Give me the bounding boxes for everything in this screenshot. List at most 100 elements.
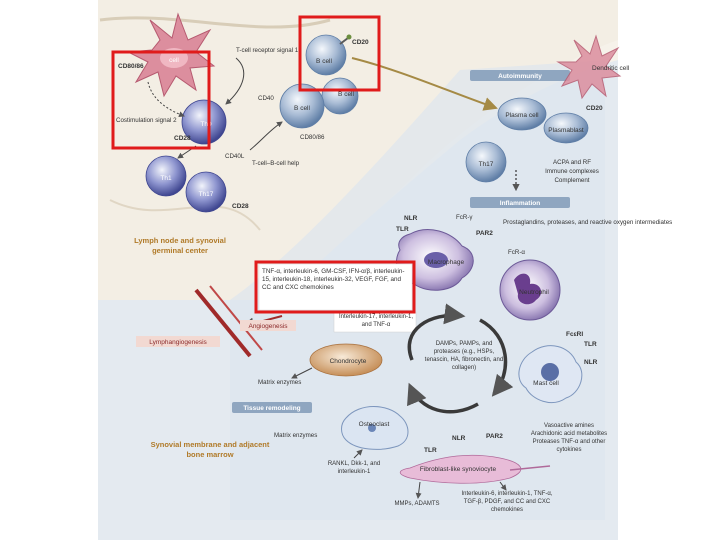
cd20-top-label: CD20	[352, 39, 369, 46]
chondrocyte-label: Chondrocyte	[330, 358, 367, 365]
macrophage: Macrophage	[396, 229, 474, 291]
autoimmunity-banner: Autoimmunity	[470, 70, 570, 81]
par2-left-label: PAR2	[476, 230, 493, 237]
th0-cell: Th0	[181, 99, 227, 145]
plasmablast: Plasmablast	[543, 112, 589, 144]
lymphangiogenesis-tag: Lymphangiogenesis	[136, 336, 220, 347]
tlr-mast-label: TLR	[584, 341, 597, 348]
plasmablast-label: Plasmablast	[548, 127, 584, 134]
inflammation-banner: Inflammation	[470, 197, 570, 208]
th17-right-cell: Th17	[465, 141, 507, 183]
svg-text:Autoimmunity: Autoimmunity	[498, 73, 542, 80]
costim-arrow	[147, 81, 185, 118]
th17-left-cell: Th17	[185, 171, 227, 213]
mast-cell: Mast cell	[518, 345, 583, 403]
complement-label: Complement	[554, 177, 589, 184]
acpa-label: ACPA and RF	[553, 159, 591, 166]
mmps-text: MMPs, ADAMTS	[394, 501, 440, 507]
svg-text:Lymphangiogenesis: Lymphangiogenesis	[149, 339, 207, 346]
fibroblast-process	[509, 465, 551, 471]
cytokines-box: TNF-α, interleukin-6, GM-CSF, IFN-α/β, i…	[258, 263, 413, 311]
chondrocyte: Chondrocyte	[309, 343, 383, 377]
dendritic-cell-right: Dendritic cell	[556, 34, 630, 100]
lymph-node-text: Lymph node and synovial germinal center	[134, 236, 226, 255]
rankl-arrow	[353, 449, 363, 459]
dendritic-right-label: Dendritic cell	[592, 65, 630, 72]
svg-text:Angiogenesis: Angiogenesis	[248, 323, 288, 330]
costim-label: Costimulation signal 2	[116, 117, 177, 124]
osteoclast-label: Osteoclast	[359, 421, 390, 428]
neutrophil-label: Neutrophil	[519, 289, 549, 296]
cycle-arrow	[479, 318, 514, 397]
tlr-fib-label: TLR	[424, 447, 437, 454]
fibroblast-like-synoviocyte: Fibroblast-like synoviocyte	[399, 454, 551, 484]
svg-text:Tissue remodeling: Tissue remodeling	[243, 405, 300, 412]
osteoclast: Osteoclast	[341, 406, 409, 450]
plasma-cell: Plasma cell	[497, 97, 547, 131]
help-arrow	[249, 121, 283, 151]
cycle-arrow	[407, 382, 479, 414]
lymphatic-vessel	[194, 288, 252, 358]
cd80-86-mid-label: CD80/86	[300, 134, 325, 141]
fib-products-text: Interleukin-6, interleukin-1, TNF-α, TGF…	[461, 491, 553, 513]
tlr-left-label: TLR	[396, 226, 409, 233]
tcr-signal-label: T-cell receptor signal 1	[236, 47, 299, 54]
fcr-alpha-label: FcR-α	[508, 249, 525, 256]
synovial-region-text: Synovial membrane and adjacent bone marr…	[150, 440, 270, 459]
chondro-arrow	[291, 367, 313, 379]
matrix-enzymes-a-label: Matrix enzymes	[258, 379, 301, 386]
prostaglandins-label: Prostaglandins, proteases, and reactive …	[503, 219, 672, 226]
fcr-gamma-label: FcR-γ	[456, 214, 473, 221]
dendritic-left-label: cell	[169, 57, 179, 64]
par2-fib-label: PAR2	[486, 433, 503, 440]
th17-right-label: Th17	[479, 161, 494, 168]
plasma-cell-label: Plasma cell	[505, 112, 539, 119]
fibroblast-label: Fibroblast-like synoviocyte	[420, 466, 497, 473]
lymph-node-region-label: Lymph node and synovial germinal center	[134, 236, 226, 255]
cd28-a-label: CD28	[174, 135, 191, 142]
tcr-arrow	[225, 57, 245, 105]
cytokines-text: TNF-α, interleukin-6, GM-CSF, IFN-α/β, i…	[262, 268, 405, 291]
cd40l-label: CD40L	[225, 153, 245, 160]
b-cell-top: B cell	[305, 34, 352, 76]
svg-text:Inflammation: Inflammation	[500, 200, 540, 207]
b-cell-top-label: B cell	[316, 58, 332, 65]
il17-text: Interleukin-17, interleukin-1, and TNF-α	[338, 314, 414, 328]
cd28-b-label: CD28	[232, 203, 249, 210]
bcell-to-plasma-arrow	[351, 57, 498, 111]
tissue-strand	[109, 199, 261, 231]
cd40-label: CD40	[258, 95, 274, 102]
nlr-fib-label: NLR	[452, 435, 466, 442]
lymphatic-vessel	[209, 285, 263, 351]
nlr-mast-label: NLR	[584, 359, 598, 366]
highlight-box-left	[111, 50, 211, 150]
cd80-86-left-label: CD80/86	[118, 63, 144, 70]
mmps-arrow	[415, 481, 422, 499]
tissue-remodeling-banner: Tissue remodeling	[232, 402, 312, 413]
nlr-left-label: NLR	[404, 215, 418, 222]
tcell-bcell-help-label: T-cell–B-cell help	[252, 160, 300, 167]
vasoactive-text: Vasoactive amines Arachidonic acid metab…	[530, 423, 608, 453]
damps-text: DAMPs, PAMPs, and proteases (e.g., HSPs,…	[424, 341, 504, 371]
fceri-label: FcεRI	[566, 331, 583, 338]
macrophage-label: Macrophage	[428, 259, 465, 266]
neutrophil: Neutrophil	[499, 259, 561, 321]
inner-panel	[230, 60, 605, 520]
fib-products-arrow	[499, 481, 507, 491]
th17-left-label: Th17	[199, 191, 214, 198]
highlight-box-cytokines	[254, 260, 416, 314]
b-cell-mid2-label: B cell	[338, 91, 354, 98]
cycle-arrow	[407, 303, 466, 361]
tissue-strand	[99, 16, 331, 29]
rankl-text: RANKL, Dkk-1, and interleukin-1	[327, 461, 381, 475]
highlight-box-bcell	[298, 15, 381, 92]
b-cell-cluster: B cell B cell	[279, 77, 359, 129]
immune-complexes-label: Immune complexes	[545, 168, 599, 175]
th1-cell: Th1	[145, 155, 187, 197]
il17-box: Interleukin-17, interleukin-1, and TNF-α	[333, 311, 417, 333]
angiogenesis-tag: Angiogenesis	[240, 320, 296, 331]
th1-label: Th1	[160, 175, 172, 182]
mast-cell-label: Mast cell	[533, 380, 559, 387]
